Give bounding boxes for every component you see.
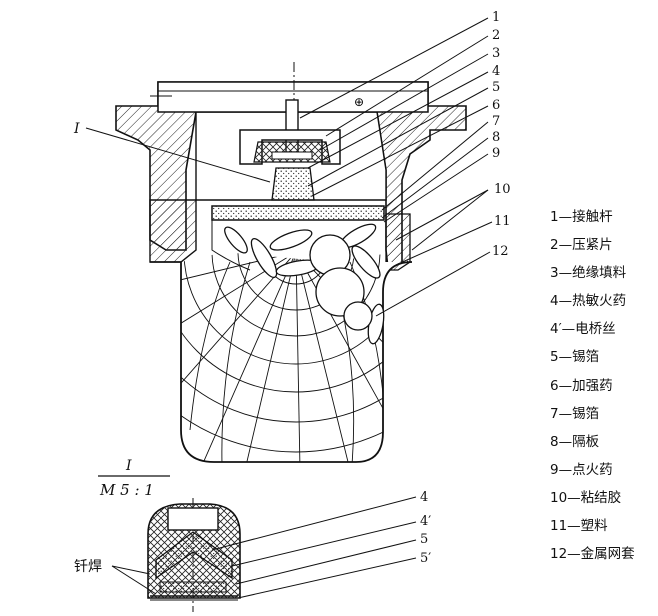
detail-callout-5-prime: 5′	[420, 551, 431, 566]
legend-item-2: 2—压紧片	[550, 237, 613, 254]
legend-item-6: 6—加强药	[550, 377, 613, 394]
heat-sensitive-powder	[271, 167, 315, 201]
callout-2: 2	[492, 28, 500, 43]
legend-item-4-prime: 4′—电桥丝	[550, 321, 616, 338]
brazing-weld-label: 钎焊	[74, 559, 102, 575]
legend-item-7: 7—锡箔	[550, 405, 600, 422]
legend-item-9: 9—点火药	[550, 461, 613, 478]
detail-callout-4: 4	[420, 490, 428, 505]
callout-8: 8	[492, 130, 500, 145]
legend-item-8: 8—隔板	[550, 433, 600, 450]
callout-leaders	[299, 17, 493, 317]
callout-12: 12	[492, 244, 509, 259]
callout-4: 4	[492, 64, 500, 79]
callout-6: 6	[492, 98, 500, 113]
callout-7: 7	[492, 114, 500, 129]
detail-callout-5: 5	[420, 532, 428, 547]
callout-9: 9	[492, 146, 500, 161]
detail-view-title: I M 5 : 1	[98, 458, 170, 499]
pressing-piece	[239, 129, 341, 165]
svg-text:I: I	[73, 121, 80, 137]
callout-numbers: 1 2 3 4 5 6 7 8 9 10 11 12	[492, 10, 511, 259]
legend-item-4: 4—热敏火药	[550, 293, 627, 310]
callout-3: 3	[492, 46, 500, 61]
svg-text:M 5 : 1: M 5 : 1	[99, 481, 154, 499]
legend-item-3: 3—绝缘填料	[550, 265, 627, 282]
detail-view	[147, 498, 241, 612]
booster-pellet	[250, 237, 278, 279]
partition-plate	[211, 205, 385, 221]
svg-text:⊕: ⊕	[354, 95, 364, 109]
section-mark: I	[73, 121, 271, 183]
detail-leaders	[111, 496, 417, 599]
legend-item-5: 5—锡箔	[550, 349, 600, 366]
detail-callout-4-prime: 4′	[420, 514, 431, 529]
detail-heat-powder	[155, 531, 233, 580]
callout-10: 10	[494, 182, 511, 197]
parts-legend: 1—接触杆 2—压紧片 3—绝缘填料 4—热敏火药 4′—电桥丝 5—锡箔 6—…	[550, 206, 656, 571]
legend-item-10: 10—粘结胶	[550, 489, 622, 506]
main-section-view: ⊕	[115, 62, 467, 463]
legend-item-1: 1—接触杆	[550, 209, 613, 225]
callout-1: 1	[492, 10, 500, 25]
callout-11: 11	[494, 214, 511, 229]
callout-5: 5	[492, 80, 500, 95]
detail-callout-numbers: 4 4′ 5 5′	[420, 490, 431, 566]
legend-item-12: 12—金属网套	[550, 546, 635, 563]
svg-text:I: I	[125, 458, 132, 474]
legend-item-11: 11—塑料	[550, 518, 608, 535]
